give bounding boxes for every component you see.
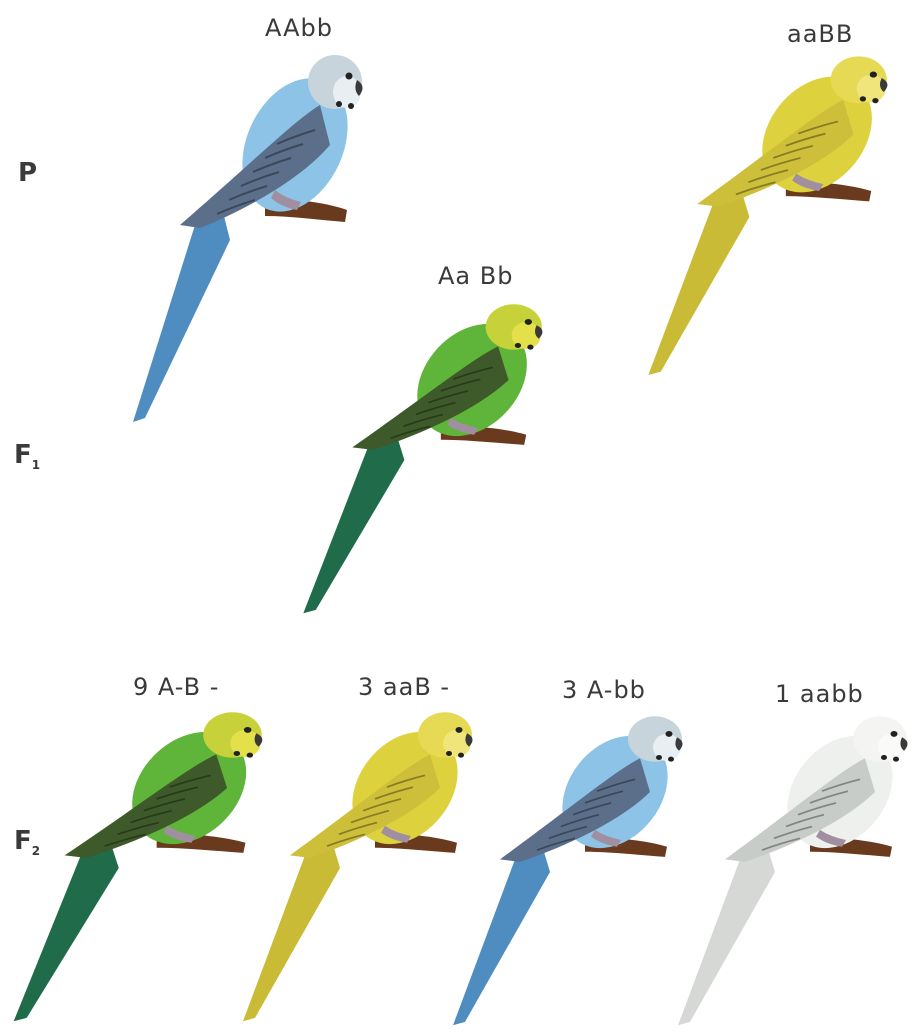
genotype-label-f2-green: 9 A-B -	[133, 673, 219, 701]
tail-feathers	[243, 834, 340, 1021]
bird-eye	[870, 72, 877, 78]
throat-spot	[348, 103, 354, 109]
budgerigar-blue-f2	[445, 712, 685, 1032]
generation-f1-letter: F	[14, 440, 32, 470]
generation-label-p: P	[18, 158, 37, 188]
throat-spot	[860, 96, 866, 101]
budgerigar-yellow-parent	[640, 52, 890, 382]
genotype-label-f1-green: Aa Bb	[438, 262, 513, 290]
throat-spot	[656, 755, 662, 760]
throat-spot	[893, 757, 899, 762]
throat-spot	[881, 755, 887, 760]
genotype-label-p-blue: AAbb	[265, 14, 333, 42]
tail-feathers	[678, 838, 775, 1025]
budgerigar-yellow-f2	[235, 708, 475, 1028]
generation-label-f1: F1	[14, 440, 40, 472]
budgerigar-green-f2	[5, 708, 265, 1028]
tail-feathers	[133, 200, 230, 422]
generation-f1-subscript: 1	[32, 458, 40, 472]
throat-spot	[527, 345, 533, 350]
throat-spot	[515, 343, 521, 348]
genotype-label-f2-yellow: 3 aaB -	[358, 673, 450, 701]
tail-feathers	[14, 834, 119, 1021]
bird-eye	[346, 73, 353, 80]
tail-feathers	[303, 426, 404, 613]
genotype-label-f2-white: 1 aabb	[775, 680, 864, 708]
genotype-label-f2-blue: 3 A-bb	[562, 676, 646, 704]
throat-spot	[872, 98, 878, 103]
tail-feathers	[648, 182, 749, 375]
budgerigar-white-f2	[670, 712, 910, 1032]
throat-spot	[336, 101, 342, 107]
tail-feathers	[453, 838, 550, 1025]
genotype-label-p-yellow: aaBB	[787, 20, 853, 48]
bird-eye	[891, 731, 898, 737]
budgerigar-green-f1	[295, 300, 545, 620]
bird-eye	[525, 319, 532, 325]
